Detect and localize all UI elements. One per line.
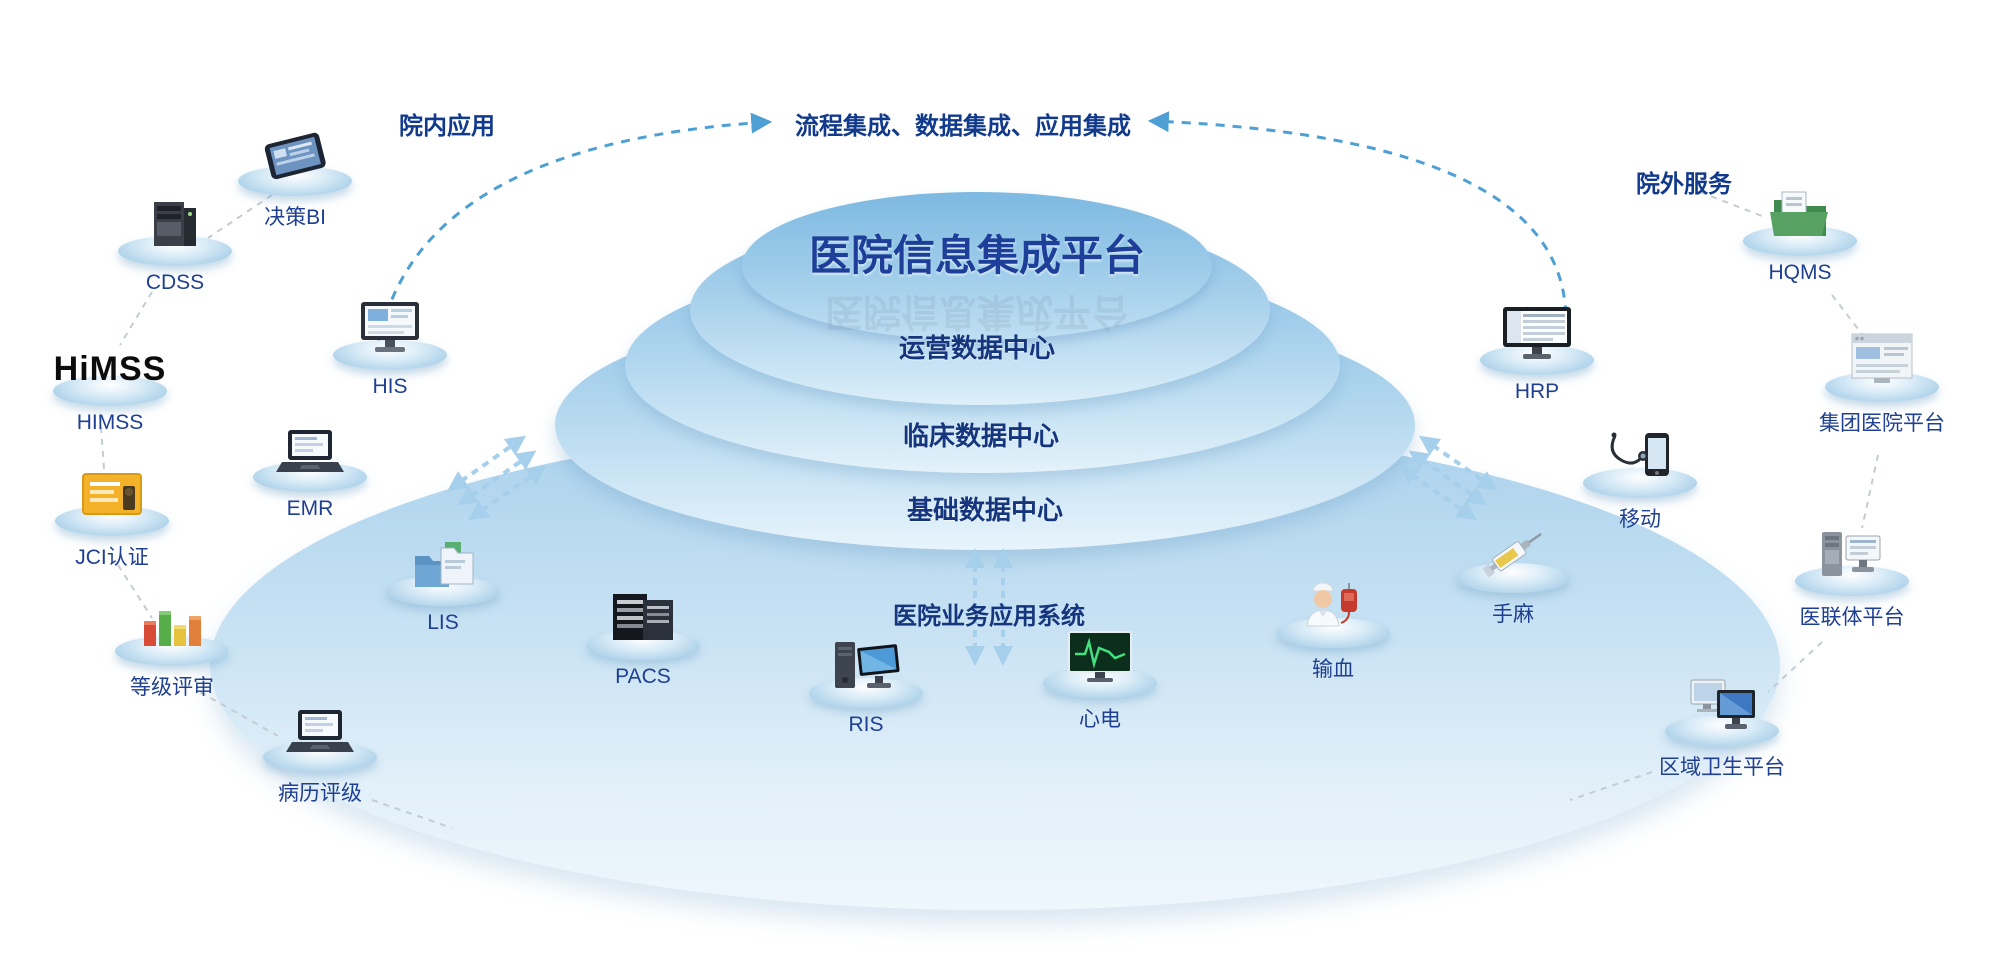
node-label: 区域卫生平台 (1659, 756, 1785, 779)
node-lis: LIS (386, 540, 500, 635)
section-label-outhospital: 院外服务 (1636, 171, 1732, 198)
browser-window-icon (1844, 332, 1920, 388)
node-grade-review: 等级评审 (115, 598, 229, 701)
layer-label-operation-data-center: 运营数据中心 (898, 333, 1056, 363)
node-label: 集团医院平台 (1819, 412, 1945, 435)
node-label: 移动 (1619, 508, 1661, 531)
section-label-inhospital: 院内应用 (399, 113, 495, 140)
node-label: RIS (848, 713, 884, 736)
section-label-integration: 流程集成、数据集成、应用集成 (795, 113, 1131, 140)
pedestal (809, 678, 923, 708)
node-label: 医联体平台 (1799, 606, 1905, 629)
node-himss: HiMSS HIMSS (53, 352, 167, 435)
node-label: 手麻 (1492, 603, 1534, 626)
laptop-icon (272, 428, 348, 478)
pedestal (1795, 566, 1909, 596)
node-ris: RIS (809, 640, 923, 737)
syringe-icon (1473, 525, 1553, 579)
node-label: 等级评审 (130, 676, 214, 699)
pedestal (53, 376, 167, 406)
node-hrp: HRP (1480, 305, 1594, 404)
node-label: EMR (286, 497, 334, 520)
xray-icon (607, 592, 679, 646)
monitor-icon (1497, 305, 1577, 361)
node-mobile: 移动 (1583, 430, 1697, 533)
pedestal (1665, 716, 1779, 746)
node-label: 心电 (1079, 708, 1121, 731)
node-label: HRP (1514, 380, 1560, 403)
node-jci: JCI认证 (55, 468, 169, 571)
green-folder-icon (1762, 188, 1838, 242)
node-label: 输血 (1312, 658, 1354, 681)
pedestal (1583, 468, 1697, 498)
layer-label-clinical-data-center: 临床数据中心 (902, 421, 1060, 451)
node-label: HQMS (1768, 261, 1832, 284)
server-icon (140, 198, 210, 252)
platform-title: 医院信息集成平台 (808, 232, 1146, 279)
dual-computers-icon (1683, 676, 1761, 732)
node-hqms: HQMS (1743, 188, 1857, 285)
node-label: 病历评级 (278, 782, 362, 805)
node-blood-transfusion: 输血 (1276, 580, 1390, 683)
node-record-rating: 病历评级 (263, 708, 377, 807)
node-cdss: CDSS (118, 198, 232, 295)
node-label: HIS (372, 375, 408, 398)
node-label: LIS (427, 611, 459, 634)
nurse-blood-bag-icon (1295, 580, 1371, 634)
node-decision-bi: 决策BI (238, 128, 352, 231)
node-label: 决策BI (264, 206, 326, 229)
node-label: JCI认证 (75, 546, 149, 569)
ecg-monitor-icon (1061, 630, 1139, 684)
folders-icon (407, 540, 479, 592)
himss-logo-text: HiMSS (53, 350, 167, 388)
workstation-icon (827, 640, 905, 694)
node-his: HIS (333, 300, 447, 399)
laptop-icon (282, 708, 358, 758)
himss-logo: HiMSS (54, 352, 167, 392)
node-medical-alliance-platform: 医联体平台 (1795, 528, 1909, 631)
certificate-icon (75, 468, 149, 522)
platform-disc-top (742, 192, 1212, 340)
server-monitor-icon (1814, 528, 1890, 582)
node-label: CDSS (145, 271, 205, 294)
desktop-computer-icon (351, 300, 429, 356)
node-anesthesia: 手麻 (1456, 525, 1570, 628)
node-emr: EMR (253, 428, 367, 521)
node-ecg: 心电 (1043, 630, 1157, 733)
node-pacs: PACS (586, 592, 700, 689)
apps-systems-label: 医院业务应用系统 (893, 603, 1085, 630)
node-regional-health-platform: 区域卫生平台 (1659, 676, 1785, 781)
phone-stethoscope-icon (1601, 430, 1679, 484)
bar-chart-icon (132, 598, 212, 652)
node-label: HIMSS (76, 411, 144, 434)
node-group-hospital-platform: 集团医院平台 (1819, 332, 1945, 437)
tablet-icon (255, 128, 335, 182)
pedestal (115, 636, 229, 666)
pedestal (1456, 563, 1570, 593)
layer-label-basic-data-center: 基础数据中心 (906, 495, 1064, 525)
node-label: PACS (615, 665, 671, 688)
